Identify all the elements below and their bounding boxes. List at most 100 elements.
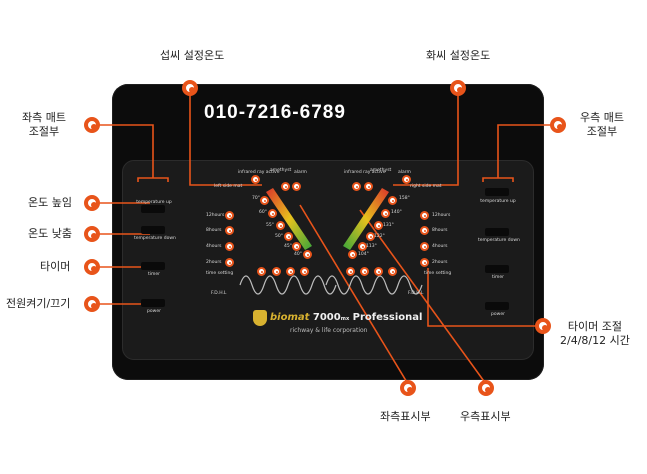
- brand-logo: biomat 7000mx Professional: [270, 312, 422, 323]
- left-wave-dot-4: [300, 267, 309, 276]
- right-alarm-dot: [402, 175, 411, 184]
- right-wave-dot-1: [346, 267, 355, 276]
- label-right-mat-line2: 조절부: [586, 125, 618, 138]
- model-series: Professional: [352, 312, 423, 323]
- left-hours-8: 8hours: [206, 228, 222, 233]
- left-temp-dot-5: [292, 242, 301, 251]
- left-temp-label-4: 50°: [275, 234, 283, 239]
- right-hours-8: 8hours: [432, 228, 448, 233]
- label-left-mat-line1: 좌측 매트: [22, 111, 66, 124]
- label-left-mat: 좌측 매트 조절부: [22, 111, 66, 139]
- right-temp-label-6: 104°: [358, 252, 369, 257]
- right-power-label: power: [491, 312, 505, 317]
- marker-right-setting-temp: [450, 80, 466, 96]
- right-temp-dot-3: [374, 221, 383, 230]
- brand-badge-icon: [253, 310, 267, 326]
- right-alarm-label: alarm: [398, 170, 411, 175]
- left-temp-dot-2: [268, 209, 277, 218]
- brand-name: biomat: [270, 312, 310, 323]
- left-temp-up-button[interactable]: [141, 205, 165, 213]
- right-infrared-dot: [352, 182, 361, 191]
- left-gauge-bar: [266, 188, 312, 250]
- right-infrared-label: infrared ray active: [344, 170, 386, 175]
- left-temp-down-button[interactable]: [141, 226, 165, 234]
- left-timer-label: timer: [147, 272, 161, 277]
- label-left-display: 좌측표시부: [380, 410, 431, 423]
- right-power-button[interactable]: [485, 302, 509, 310]
- right-fdhl-label: F.D.H.L: [408, 291, 424, 296]
- label-temp-up: 온도 높임: [28, 196, 72, 209]
- label-right-display: 우측표시부: [460, 410, 511, 423]
- marker-left-mat: [84, 117, 100, 133]
- left-temp-dot-6: [303, 250, 312, 259]
- right-amethyst-label: amethyst: [370, 168, 392, 173]
- right-hours-4: 4hours: [432, 244, 448, 249]
- left-temp-label-6: 40°: [294, 252, 302, 257]
- left-hours-12: 12hours: [206, 213, 225, 218]
- right-gauge-bar: [343, 188, 389, 250]
- maker-name: richway & life corporation: [290, 327, 368, 334]
- model-number: 7000: [312, 312, 341, 323]
- right-temp-dot-2: [381, 209, 390, 218]
- left-infrared-label: infrared ray active: [238, 170, 280, 175]
- right-wave-dot-2: [360, 267, 369, 276]
- marker-right-mat: [550, 117, 566, 133]
- label-left-setting-temp: 섭씨 설정온도: [160, 49, 225, 62]
- right-temp-up-button[interactable]: [485, 188, 509, 196]
- right-timer-label: timer: [491, 275, 505, 280]
- marker-power: [84, 296, 100, 312]
- left-temp-label-1: 70°: [252, 196, 260, 201]
- left-hours-8-dot: [225, 226, 234, 235]
- model-suffix: mx: [340, 316, 350, 322]
- left-temp-up-label: temperature up: [136, 200, 172, 205]
- marker-right-display: [478, 380, 494, 396]
- left-alarm-label: alarm: [294, 170, 307, 175]
- left-hours-4: 4hours: [206, 244, 222, 249]
- left-wave: [239, 275, 337, 295]
- right-timer-button[interactable]: [485, 265, 509, 273]
- left-hours-2-dot: [225, 258, 234, 267]
- label-temp-down: 온도 낮춤: [28, 227, 72, 240]
- right-hours-8-dot: [420, 226, 429, 235]
- left-alarm-dot: [292, 182, 301, 191]
- right-mat-label: right side mat: [410, 184, 442, 189]
- left-power-button[interactable]: [141, 299, 165, 307]
- right-wave: [325, 275, 423, 295]
- label-right-setting-temp: 화씨 설정온도: [426, 49, 491, 62]
- marker-temp-down: [84, 226, 100, 242]
- label-power: 전원켜기/끄기: [6, 297, 71, 310]
- label-timer-setting-line2: 2/4/8/12 시간: [560, 334, 630, 347]
- label-right-mat: 우측 매트 조절부: [580, 111, 624, 139]
- left-mat-label: left side mat: [214, 184, 243, 189]
- left-power-label: power: [147, 309, 161, 314]
- left-wave-dot-2: [272, 267, 281, 276]
- right-temp-up-label: temperature up: [480, 199, 516, 204]
- left-timer-button[interactable]: [141, 262, 165, 270]
- right-temp-down-label: temperature down: [478, 238, 520, 243]
- label-right-mat-line1: 우측 매트: [580, 111, 624, 124]
- right-temp-dot-4: [366, 232, 375, 241]
- right-temp-dot-1: [388, 196, 397, 205]
- right-hours-2: 2hours: [432, 260, 448, 265]
- marker-timer: [84, 259, 100, 275]
- label-left-mat-line2: 조절부: [28, 125, 60, 138]
- right-hours-12: 12hours: [432, 213, 451, 218]
- left-temp-dot-4: [284, 232, 293, 241]
- marker-timer-setting: [535, 318, 551, 334]
- left-wave-dot-1: [257, 267, 266, 276]
- right-temp-down-button[interactable]: [485, 228, 509, 236]
- phone-number: 010-7216-6789: [204, 102, 346, 123]
- label-timer-setting-line1: 타이머 조절: [567, 320, 622, 333]
- left-fdhl-label: F.D.H.L: [211, 291, 227, 296]
- marker-temp-up: [84, 195, 100, 211]
- left-hours-12-dot: [225, 211, 234, 220]
- left-temp-down-label: temperature down: [134, 236, 176, 241]
- left-amethyst-dot: [281, 182, 290, 191]
- right-amethyst-dot: [364, 182, 373, 191]
- left-infrared-dot: [251, 175, 260, 184]
- marker-left-setting-temp: [182, 80, 198, 96]
- right-hours-12-dot: [420, 211, 429, 220]
- left-temp-dot-3: [276, 221, 285, 230]
